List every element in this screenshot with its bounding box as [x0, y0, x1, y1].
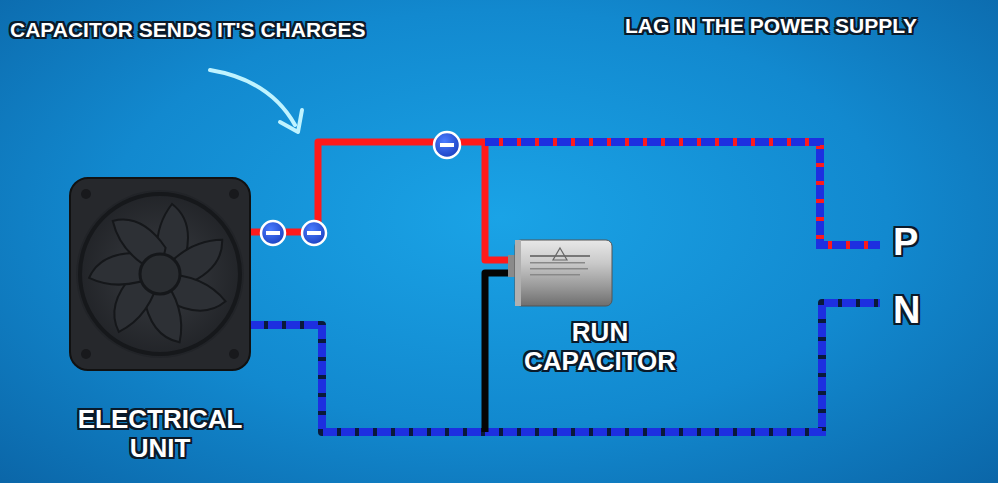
header-note: LAG IN THE POWER SUPPLY — [625, 14, 917, 37]
component-label: RUN CAPACITOR — [505, 318, 695, 375]
fan-unit — [70, 178, 250, 370]
terminal-label: N — [893, 290, 920, 332]
callout-text: CAPACITOR SENDS IT'S CHARGES — [10, 18, 365, 41]
electron — [434, 132, 460, 158]
capacitor-neutral-lead — [485, 273, 516, 432]
pointer-arrowhead — [280, 110, 302, 132]
neutral-wire — [250, 303, 880, 432]
neutral-flow — [250, 303, 880, 432]
phase-supply-flow — [485, 142, 880, 245]
terminal-label: P — [893, 222, 918, 264]
pointer-arrow — [210, 70, 295, 125]
electron — [261, 221, 285, 245]
phase-supply-wire — [485, 142, 880, 245]
component-label: ELECTRICAL UNIT — [60, 405, 260, 462]
capacitor-phase-lead — [485, 142, 516, 260]
electron — [302, 221, 326, 245]
run-capacitor — [508, 240, 612, 306]
